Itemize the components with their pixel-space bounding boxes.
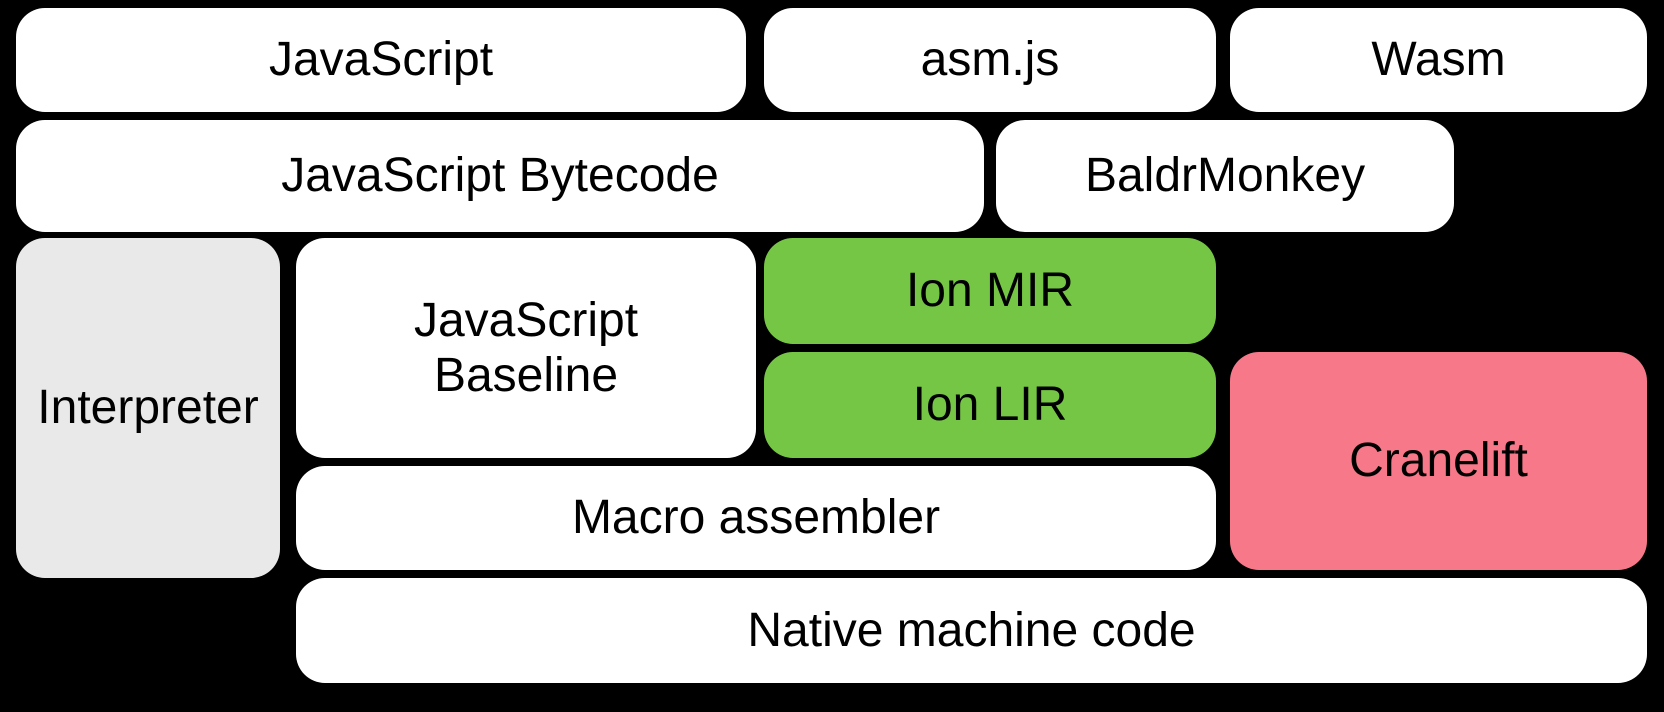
node-ion-lir: Ion LIR xyxy=(764,352,1216,458)
node-javascript-bytecode: JavaScript Bytecode xyxy=(16,120,984,232)
node-label-javascript-bytecode: JavaScript Bytecode xyxy=(281,149,719,203)
node-label-native-machine-code: Native machine code xyxy=(747,603,1196,657)
node-label-javascript-baseline: JavaScript xyxy=(413,293,639,347)
node-label-asm-js: asm.js xyxy=(920,33,1060,87)
node-label-ion-lir: Ion LIR xyxy=(912,378,1068,432)
node-label-ion-mir: Ion MIR xyxy=(905,264,1075,318)
node-label-cranelift: Cranelift xyxy=(1349,434,1528,488)
node-label-interpreter: Interpreter xyxy=(37,381,259,435)
node-native-machine-code: Native machine code xyxy=(296,578,1647,683)
node-label-javascript: JavaScript xyxy=(268,33,494,87)
node-wasm: Wasm xyxy=(1230,8,1647,112)
node-macro-assembler: Macro assembler xyxy=(296,466,1216,570)
node-label-wasm: Wasm xyxy=(1371,33,1506,87)
node-ion-mir: Ion MIR xyxy=(764,238,1216,344)
node-label-macro-assembler: Macro assembler xyxy=(571,491,941,545)
node-javascript: JavaScript xyxy=(16,8,746,112)
node-label-baldrmonkey: BaldrMonkey xyxy=(1084,149,1366,203)
node-cranelift: Cranelift xyxy=(1230,352,1647,570)
node-label-javascript-baseline: Baseline xyxy=(433,349,619,402)
node-asm-js: asm.js xyxy=(764,8,1216,112)
node-baldrmonkey: BaldrMonkey xyxy=(996,120,1454,232)
node-interpreter: Interpreter xyxy=(16,238,280,578)
